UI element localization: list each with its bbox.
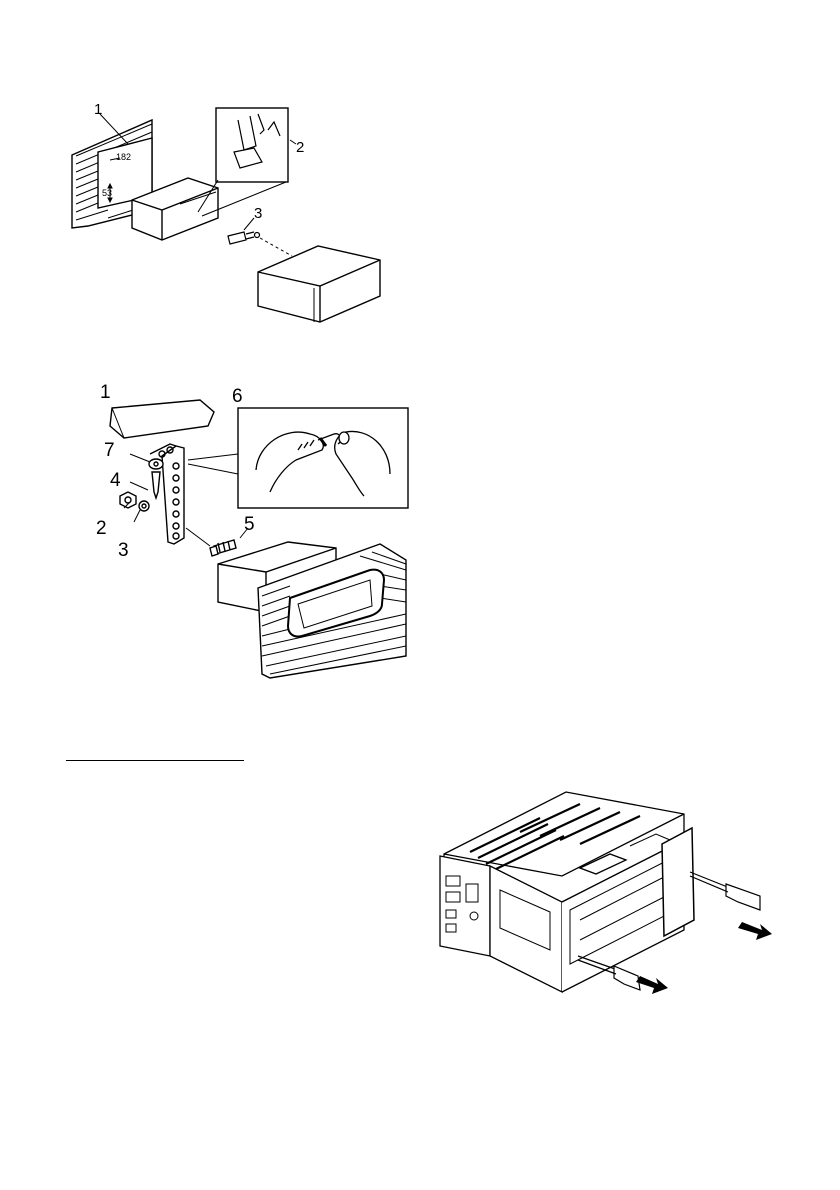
- callout-5: 5: [244, 514, 255, 535]
- removal-key-right: [690, 872, 760, 910]
- bolt-part: [228, 232, 260, 244]
- dash-top-panel: [110, 400, 214, 438]
- rear-strap-drawing: 1 6 7 4 2 3 5: [90, 374, 412, 680]
- dim-width-label: 182: [116, 152, 131, 162]
- pull-arrow-right-icon: [738, 922, 772, 940]
- callout-1: 1: [94, 101, 102, 118]
- section-heading-underline: [66, 760, 244, 761]
- callout-3: 3: [254, 205, 262, 222]
- callout-3: 3: [118, 540, 129, 561]
- callout-4: 4: [110, 470, 121, 491]
- washer-part-7: [149, 459, 163, 469]
- dim-height-label: 53: [102, 188, 112, 198]
- figure-sleeve-install: 182 53 1 2 3: [68, 100, 388, 330]
- callout-2: 2: [96, 518, 107, 539]
- washer-part-3: [139, 501, 149, 511]
- screw-part-4: [152, 472, 160, 498]
- callout-7: 7: [104, 440, 115, 461]
- radio-unit: [258, 246, 380, 322]
- unit-removal-drawing: [430, 780, 780, 1004]
- figure-unit-removal: [430, 780, 780, 1004]
- figure-rear-strap-mount: 1 6 7 4 2 3 5: [90, 374, 412, 680]
- chassis-front-face: [440, 856, 490, 956]
- bolt-part-5: [210, 540, 236, 556]
- sleeve-install-drawing: 182 53 1 2 3: [68, 100, 388, 330]
- callout-2: 2: [296, 139, 304, 156]
- front-frame: [662, 828, 694, 936]
- tab-bend-inset: [216, 108, 288, 182]
- nut-part-2: [120, 492, 136, 508]
- strap-bend-inset: [238, 408, 408, 508]
- callout-6: 6: [232, 386, 243, 407]
- pull-arrow-left-icon: [636, 976, 668, 994]
- callout-1: 1: [100, 382, 111, 403]
